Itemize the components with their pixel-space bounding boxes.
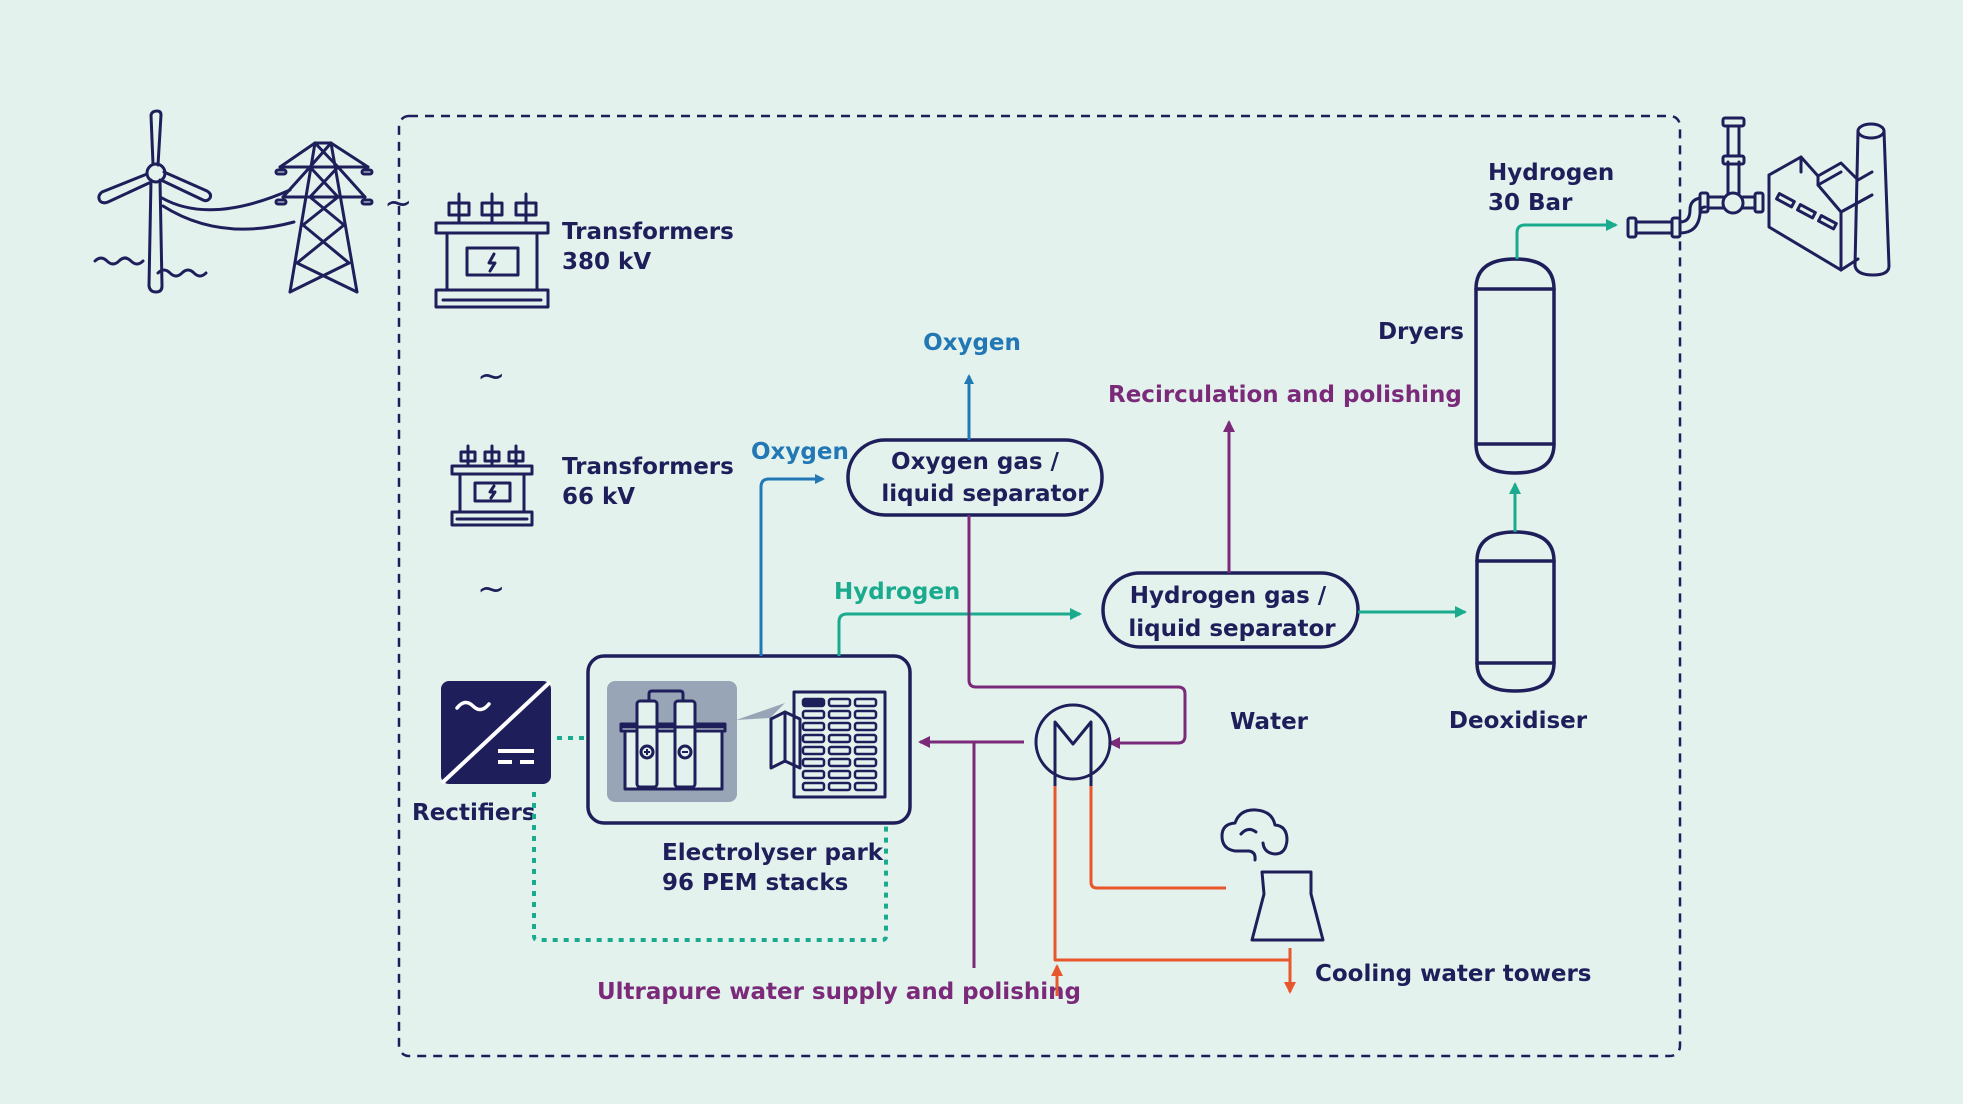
stack-cell (801, 769, 826, 780)
cooling-tower-icon (1220, 808, 1325, 942)
hydrogen-separator-label-2: liquid separator (1128, 616, 1336, 642)
stack-cell (801, 733, 826, 744)
stack-cell (801, 709, 826, 720)
oxygen-line-to-separator (759, 474, 825, 656)
stack-cell (853, 769, 878, 780)
ac-symbol-2: ~ (477, 569, 506, 609)
oxygen-separator-label-2: liquid separator (881, 481, 1089, 507)
ultrapure-water-label: Ultrapure water supply and polishing (597, 979, 1081, 1005)
oxygen-separator (846, 438, 1104, 517)
stack-cell (827, 721, 852, 732)
hydrogen-out-pressure: 30 Bar (1488, 190, 1573, 216)
dryer-vessel (1474, 257, 1556, 475)
water-label: Water (1230, 709, 1309, 735)
rectifier-icon (440, 680, 552, 785)
stack-cell (827, 697, 852, 708)
oxygen-separator-label: Oxygen gas / (891, 449, 1060, 475)
wind-turbine-icon (93, 109, 296, 294)
plant-boundary (397, 114, 1682, 1058)
transformers-66-label: Transformers (562, 454, 734, 480)
transformers-66-voltage: 66 kV (562, 484, 635, 510)
power-pylon-icon (274, 141, 374, 294)
stack-cell (801, 745, 826, 756)
oxygen-out-label: Oxygen (923, 330, 1021, 356)
pem-stack-grid (801, 697, 878, 792)
deoxidiser-label: Deoxidiser (1449, 708, 1588, 734)
stack-cell (853, 745, 878, 756)
electrolyser-label: Electrolyser park (662, 840, 884, 866)
oxygen-flow-label: Oxygen (751, 439, 849, 465)
stack-cell (827, 733, 852, 744)
transformers-380-voltage: 380 kV (562, 249, 651, 275)
factory-icon (1767, 122, 1891, 277)
stack-cell (827, 769, 852, 780)
stack-cell (801, 757, 826, 768)
electrolyser-park-icon (586, 654, 912, 825)
rectifiers-label: Rectifiers (412, 800, 536, 826)
dryers-label: Dryers (1378, 319, 1464, 345)
stack-cell (801, 697, 826, 708)
stack-cell (853, 781, 878, 792)
transformer-66kv-icon (450, 444, 534, 527)
hydrogen-separator-label: Hydrogen gas / (1130, 583, 1327, 609)
hydrogen-out-line (1515, 219, 1618, 259)
stack-cell (801, 721, 826, 732)
ac-symbol-grid: ~ (384, 183, 413, 223)
stack-cell (853, 709, 878, 720)
transformer-380kv-icon (434, 192, 550, 309)
water-line-from-oxygen-separator (967, 515, 1187, 749)
stack-cell (853, 733, 878, 744)
pipeline-icon (1626, 116, 1765, 239)
deoxidiser-vessel (1475, 530, 1556, 693)
stack-cell (827, 757, 852, 768)
recirculation-label: Recirculation and polishing (1108, 382, 1462, 408)
ac-symbol-1: ~ (477, 356, 506, 396)
cooling-supply-line (1053, 786, 1290, 962)
cooling-towers-label: Cooling water towers (1315, 961, 1591, 987)
stack-cell (827, 781, 852, 792)
heat-exchanger-icon (1034, 703, 1112, 788)
hydrogen-flow-label: Hydrogen (834, 579, 960, 605)
stack-cell (853, 697, 878, 708)
stack-cell (853, 721, 878, 732)
stack-cell (853, 757, 878, 768)
stack-cell (801, 781, 826, 792)
transformers-380-label: Transformers (562, 219, 734, 245)
hydrogen-out-label: Hydrogen (1488, 160, 1614, 186)
cooling-return-line (1089, 786, 1226, 890)
stack-cell (827, 709, 852, 720)
stack-cell (827, 745, 852, 756)
power-return-loop (532, 792, 888, 942)
electrolyser-stack-count: 96 PEM stacks (662, 870, 848, 896)
hydrogen-line-to-separator (837, 608, 1082, 656)
